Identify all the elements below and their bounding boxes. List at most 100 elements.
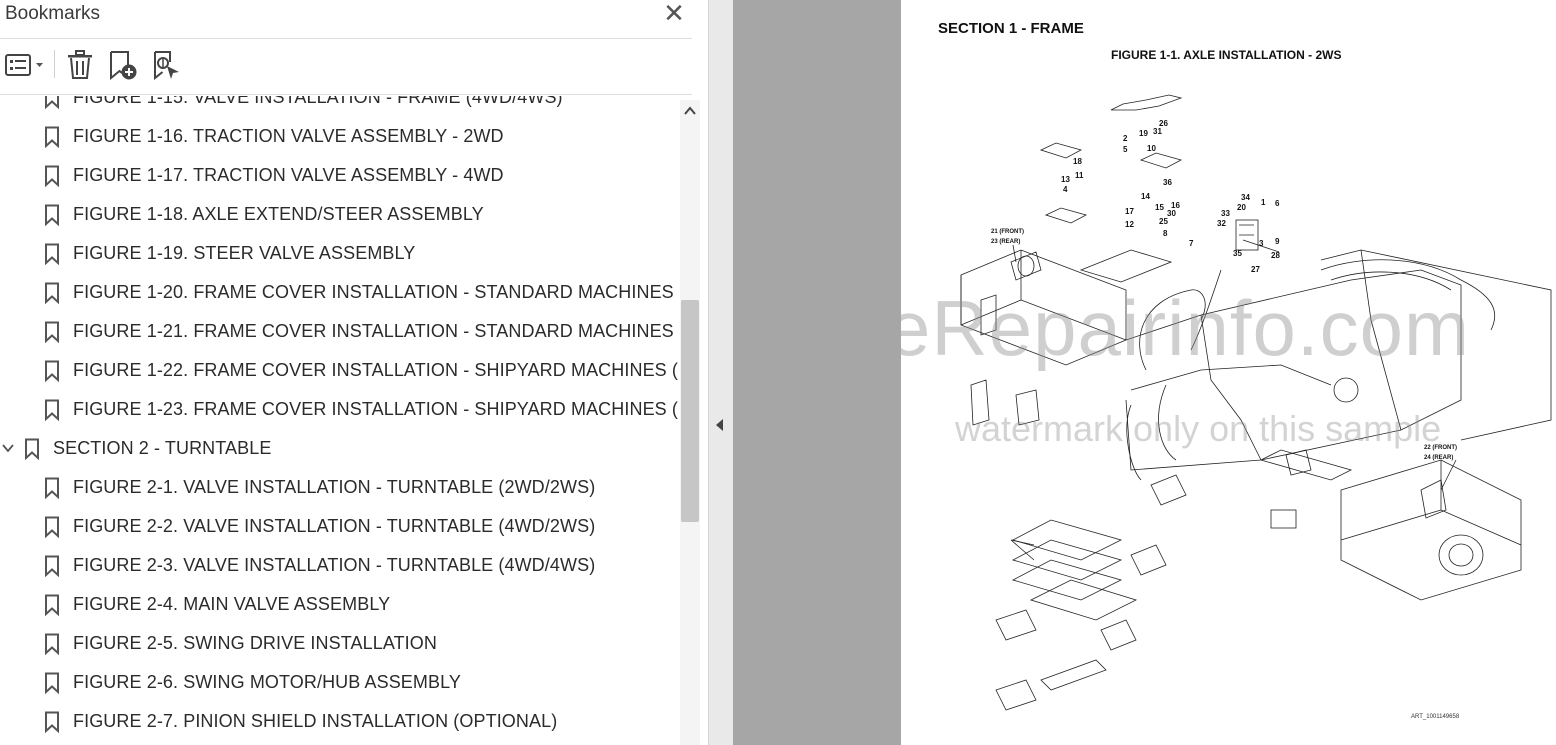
- bookmark-item[interactable]: FIGURE 2-3. VALVE INSTALLATION - TURNTAB…: [0, 546, 678, 585]
- bookmark-icon: [44, 516, 60, 539]
- callout-number: 31: [1153, 127, 1162, 136]
- bookmark-icon: [44, 243, 60, 266]
- bookmark-item[interactable]: FIGURE 1-15. VALVE INSTALLATION - FRAME …: [0, 96, 678, 117]
- bookmark-item[interactable]: FIGURE 2-5. SWING DRIVE INSTALLATION: [0, 624, 678, 663]
- callout-number: 14: [1141, 192, 1150, 201]
- bookmark-item[interactable]: FIGURE 2-6. SWING MOTOR/HUB ASSEMBLY: [0, 663, 678, 702]
- bookmark-options-icon[interactable]: [4, 48, 46, 82]
- callout-number: 5: [1123, 145, 1128, 154]
- bookmarks-toolbar: [0, 40, 700, 92]
- new-bookmark-icon[interactable]: [106, 48, 140, 82]
- callout-rear-left: 23 (REAR): [991, 239, 1020, 245]
- bookmark-label: FIGURE 2-3. VALVE INSTALLATION - TURNTAB…: [73, 555, 596, 575]
- callout-front-right: 22 (FRONT): [1424, 445, 1457, 451]
- art-code: ART_1001149658: [1411, 714, 1460, 720]
- bookmark-item[interactable]: FIGURE 1-18. AXLE EXTEND/STEER ASSEMBLY: [0, 195, 678, 234]
- find-current-bookmark-icon[interactable]: [150, 48, 184, 82]
- callout-number: 27: [1251, 265, 1260, 274]
- callout-number: 19: [1139, 129, 1148, 138]
- bookmark-item[interactable]: FIGURE 1-21. FRAME COVER INSTALLATION - …: [0, 312, 678, 351]
- bookmark-icon: [44, 360, 60, 383]
- document-background: [733, 0, 901, 745]
- callout-number: 1: [1261, 198, 1266, 207]
- bookmark-item[interactable]: FIGURE 1-19. STEER VALVE ASSEMBLY: [0, 234, 678, 273]
- bookmark-label: FIGURE 1-18. AXLE EXTEND/STEER ASSEMBLY: [73, 204, 484, 224]
- bookmark-icon: [44, 399, 60, 422]
- bookmark-icon: [44, 672, 60, 695]
- bookmark-label: FIGURE 2-1. VALVE INSTALLATION - TURNTAB…: [73, 477, 596, 497]
- bookmark-label: FIGURE 2-6. SWING MOTOR/HUB ASSEMBLY: [73, 672, 461, 692]
- callout-number: 32: [1217, 219, 1226, 228]
- bookmark-label: FIGURE 1-17. TRACTION VALVE ASSEMBLY - 4…: [73, 165, 504, 185]
- bookmark-label: FIGURE 2-4. MAIN VALVE ASSEMBLY: [73, 594, 391, 614]
- bookmark-icon: [44, 126, 60, 149]
- callout-number: 8: [1163, 229, 1168, 238]
- callout-number: 34: [1241, 193, 1250, 202]
- callout-number: 16: [1171, 201, 1180, 210]
- bookmark-icon: [44, 165, 60, 188]
- callout-number: 33: [1221, 209, 1230, 218]
- bookmark-label: FIGURE 2-2. VALVE INSTALLATION - TURNTAB…: [73, 516, 596, 536]
- callout-number: 9: [1275, 237, 1280, 246]
- chevron-down-icon[interactable]: [1, 441, 15, 455]
- callout-number: 30: [1167, 209, 1176, 218]
- panel-splitter[interactable]: [708, 0, 733, 745]
- bookmark-item[interactable]: FIGURE 2-1. VALVE INSTALLATION - TURNTAB…: [0, 468, 678, 507]
- bookmark-item[interactable]: FIGURE 1-16. TRACTION VALVE ASSEMBLY - 2…: [0, 117, 678, 156]
- trash-icon[interactable]: [64, 48, 96, 82]
- bookmark-icon: [44, 633, 60, 656]
- callout-number: 25: [1159, 217, 1168, 226]
- bookmark-label: FIGURE 2-5. SWING DRIVE INSTALLATION: [73, 633, 437, 653]
- document-page[interactable]: 21 (FRONT) 23 (REAR) 22 (FRONT) 24 (REAR…: [901, 0, 1556, 745]
- bookmark-item[interactable]: FIGURE 2-4. MAIN VALVE ASSEMBLY: [0, 585, 678, 624]
- toolbar-divider: [54, 50, 55, 78]
- bookmark-icon: [44, 204, 60, 227]
- figure-title: FIGURE 1-1. AXLE INSTALLATION - 2WS: [1111, 48, 1342, 62]
- section-title: SECTION 1 - FRAME: [938, 20, 1084, 37]
- bookmark-item[interactable]: FIGURE 1-23. FRAME COVER INSTALLATION - …: [0, 390, 678, 429]
- bookmark-item[interactable]: FIGURE 1-20. FRAME COVER INSTALLATION - …: [0, 273, 678, 312]
- bookmark-icon: [44, 321, 60, 344]
- bookmark-section[interactable]: SECTION 2 - TURNTABLE: [0, 429, 678, 468]
- bookmark-icon: [44, 282, 60, 305]
- bookmark-label: FIGURE 1-19. STEER VALVE ASSEMBLY: [73, 243, 416, 263]
- bookmark-item[interactable]: FIGURE 1-17. TRACTION VALVE ASSEMBLY - 4…: [0, 156, 678, 195]
- close-icon[interactable]: ✕: [663, 0, 685, 28]
- bookmark-label: SECTION 2 - TURNTABLE: [53, 438, 272, 458]
- collapse-panel-icon[interactable]: [713, 416, 727, 434]
- callout-number: 17: [1125, 207, 1134, 216]
- divider: [0, 38, 692, 39]
- bookmark-item[interactable]: FIGURE 1-22. FRAME COVER INSTALLATION - …: [0, 351, 678, 390]
- callout-number: 6: [1275, 199, 1280, 208]
- watermark-sub: watermark only on this sample: [955, 408, 1442, 449]
- callout-number: 10: [1147, 144, 1156, 153]
- bookmark-icon: [44, 555, 60, 578]
- bookmark-item[interactable]: FIGURE 2-7. PINION SHIELD INSTALLATION (…: [0, 702, 678, 741]
- bookmark-icon: [44, 594, 60, 617]
- bookmark-icon: [44, 711, 60, 734]
- bookmark-label: FIGURE 1-21. FRAME COVER INSTALLATION - …: [73, 321, 678, 341]
- bookmark-icon: [44, 477, 60, 500]
- bookmark-label: FIGURE 1-22. FRAME COVER INSTALLATION - …: [73, 360, 678, 380]
- scrollbar-thumb[interactable]: [681, 300, 699, 522]
- bookmarks-list: FIGURE 1-15. VALVE INSTALLATION - FRAME …: [0, 96, 678, 745]
- bookmark-label: FIGURE 1-16. TRACTION VALVE ASSEMBLY - 2…: [73, 126, 504, 146]
- scroll-up-arrow-icon[interactable]: [680, 100, 700, 122]
- callout-number: 28: [1271, 251, 1280, 260]
- callout-number: 15: [1155, 203, 1164, 212]
- callout-number: 4: [1063, 185, 1068, 194]
- watermark-main: eRepairinfo.com: [901, 284, 1470, 372]
- axle-installation-diagram: 21 (FRONT) 23 (REAR) 22 (FRONT) 24 (REAR…: [960, 94, 1552, 711]
- callout-number: 12: [1125, 220, 1134, 229]
- callout-number: 3: [1259, 239, 1264, 248]
- bookmarks-panel: Bookmarks ✕: [0, 0, 708, 745]
- bookmark-label: FIGURE 1-15. VALVE INSTALLATION - FRAME …: [73, 96, 563, 107]
- callout-number: 11: [1075, 171, 1084, 180]
- divider: [0, 94, 692, 95]
- bookmark-item[interactable]: FIGURE 2-2. VALVE INSTALLATION - TURNTAB…: [0, 507, 678, 546]
- callout-number: 20: [1237, 203, 1246, 212]
- callout-number: 18: [1073, 157, 1082, 166]
- callout-number: 13: [1061, 175, 1070, 184]
- bookmark-label: FIGURE 1-23. FRAME COVER INSTALLATION - …: [73, 399, 678, 419]
